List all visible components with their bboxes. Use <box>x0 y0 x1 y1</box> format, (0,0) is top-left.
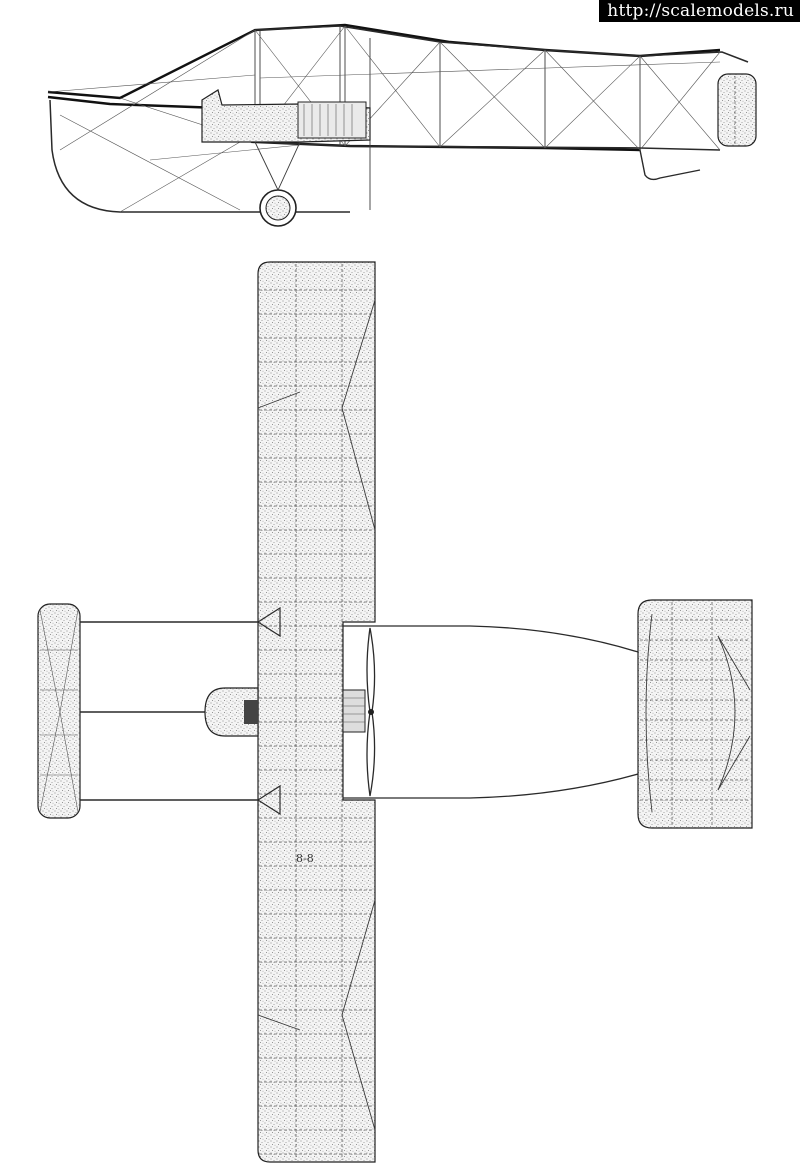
wheel-hub <box>265 195 291 221</box>
interplane-struts <box>254 26 641 210</box>
tail-boom-upper <box>254 25 749 63</box>
root-strut-fitting-lower <box>256 784 281 816</box>
plan-view: 8-8 <box>37 261 753 1163</box>
tail-booms <box>343 625 639 799</box>
landing-skid <box>49 99 350 213</box>
watermark: http://scalemodels.ru <box>599 0 800 22</box>
tail-plane <box>637 599 753 829</box>
tail-boom-lower <box>254 141 721 151</box>
wing-ribs <box>259 289 375 1155</box>
tail-surface-side <box>717 73 757 147</box>
propeller-hub <box>368 709 374 715</box>
rudder-outline <box>645 613 751 813</box>
aileron-bracing <box>257 299 376 1131</box>
front-elevator <box>37 603 81 819</box>
engine-side <box>297 101 367 139</box>
front-booms <box>80 621 258 801</box>
tail-skid <box>639 149 701 181</box>
upper-wing-side <box>47 23 721 100</box>
cockpit-seat <box>244 700 258 724</box>
wheel-strut <box>254 141 301 191</box>
wing-span-label: 8-8 <box>296 852 314 865</box>
elevator-bracing <box>39 609 79 813</box>
engine-fins <box>303 104 353 136</box>
propeller <box>366 627 376 797</box>
wing-spars <box>295 264 343 1160</box>
engine-plan <box>342 689 366 733</box>
main-wing <box>257 261 376 1163</box>
root-strut-fitting-upper <box>256 606 281 638</box>
side-elevation <box>47 23 757 227</box>
